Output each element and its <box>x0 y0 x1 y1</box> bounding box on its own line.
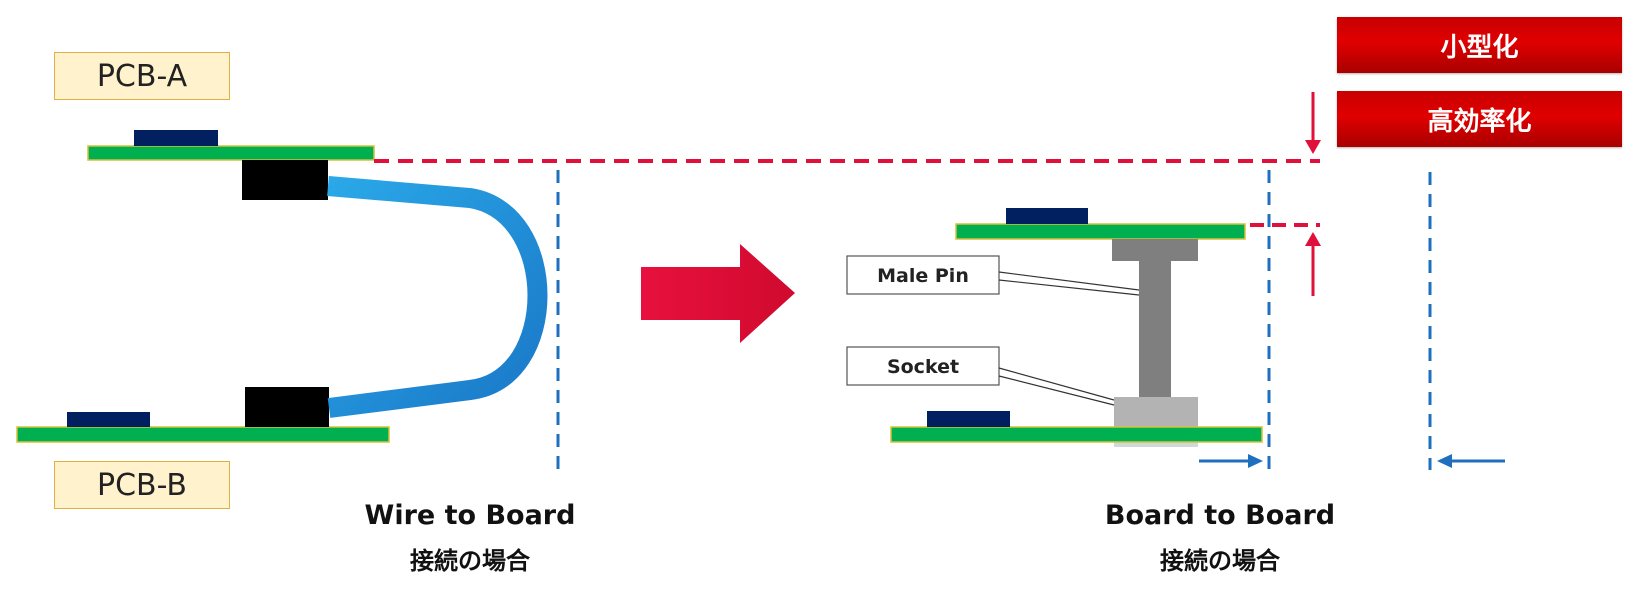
socket-shadow <box>1114 442 1198 447</box>
socket-label: Socket <box>887 356 959 378</box>
btb-bottom-chip <box>927 411 1010 427</box>
socket-body <box>1114 397 1198 427</box>
male-pin-label: Male Pin <box>877 265 969 287</box>
wire-cable <box>327 176 548 418</box>
wire-to-board-subtitle: 接続の場合 <box>410 547 530 575</box>
pcb-a-connector <box>242 160 328 200</box>
btb-top-chip <box>1006 208 1088 224</box>
pcb-a-board <box>87 145 375 161</box>
pcb-b-connector <box>245 387 329 427</box>
pcb-b-label: PCB-B <box>54 461 230 509</box>
male-pin-shaft <box>1139 261 1171 397</box>
board-to-board-title: Board to Board <box>1104 500 1336 531</box>
pcb-a-label: PCB-A <box>54 52 230 100</box>
pcb-a-chip <box>134 130 218 146</box>
pcb-b-chip <box>67 412 150 427</box>
wire-to-board-title: Wire to Board <box>364 500 576 531</box>
male-pin-head <box>1112 239 1198 261</box>
male-pin-callout: Male Pin <box>846 255 1140 296</box>
downsizing-badge: 小型化 <box>1337 17 1622 73</box>
board-to-board-subtitle: 接続の場合 <box>1160 547 1280 575</box>
btb-top-board <box>955 223 1246 240</box>
wire-to-board-caption: Wire to Board 接続の場合 <box>330 500 610 576</box>
height-reduction-arrow-down <box>1305 92 1321 154</box>
efficiency-badge: 高効率化 <box>1337 91 1622 147</box>
width-reduction-arrow-right <box>1199 454 1263 468</box>
btb-bottom-board <box>890 426 1263 443</box>
pcb-b-board <box>16 426 390 443</box>
width-reduction-arrow-left <box>1437 454 1505 468</box>
socket-callout: Socket <box>846 346 1115 406</box>
height-reduction-arrow-up <box>1305 232 1321 296</box>
transition-arrow <box>641 244 795 343</box>
board-to-board-caption: Board to Board 接続の場合 <box>1075 500 1365 576</box>
